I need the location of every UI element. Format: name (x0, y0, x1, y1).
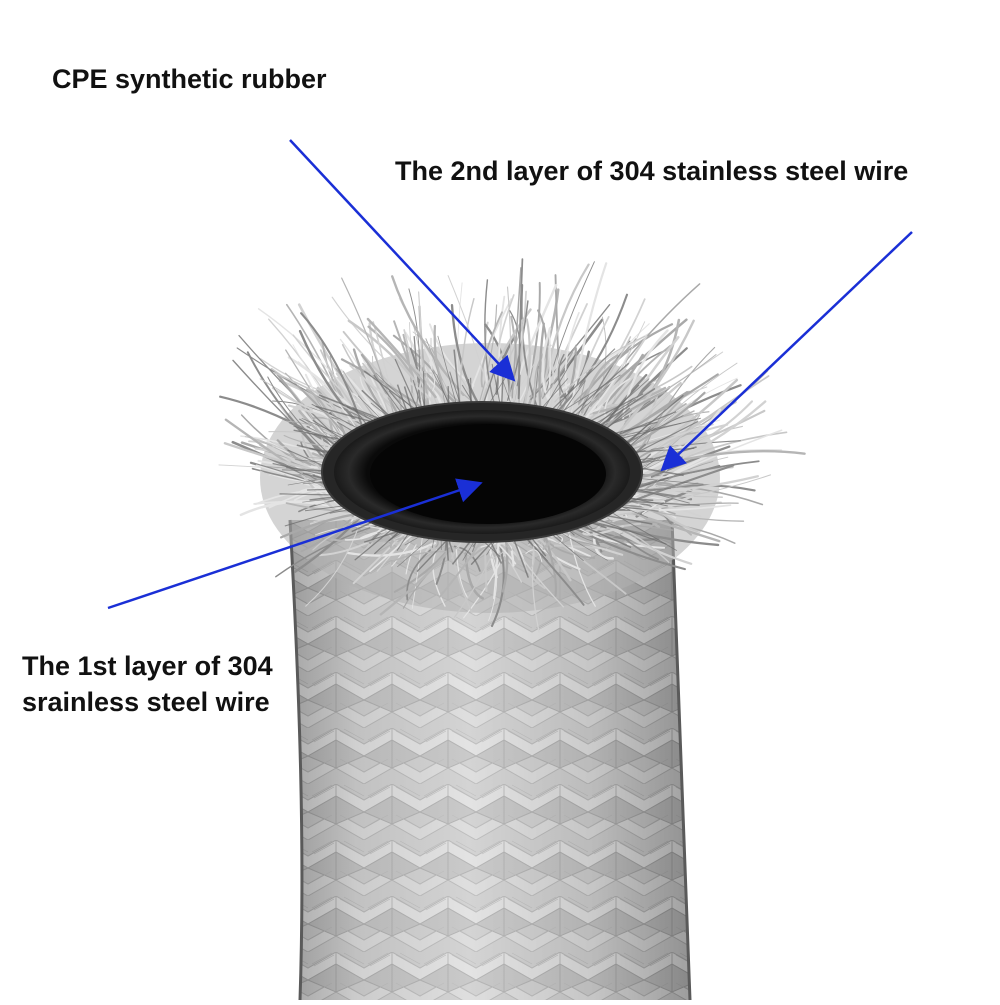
label-cpe-synthetic-rubber: CPE synthetic rubber (52, 62, 327, 97)
arrow-second-layer (664, 232, 912, 468)
label-first-steel-layer: The 1st layer of 304 srainless steel wir… (22, 648, 273, 720)
label-second-steel-layer: The 2nd layer of 304 stainless steel wir… (395, 154, 908, 189)
label-first-steel-layer-line1: The 1st layer of 304 (22, 648, 273, 684)
label-first-steel-layer-line2: srainless steel wire (22, 684, 273, 720)
